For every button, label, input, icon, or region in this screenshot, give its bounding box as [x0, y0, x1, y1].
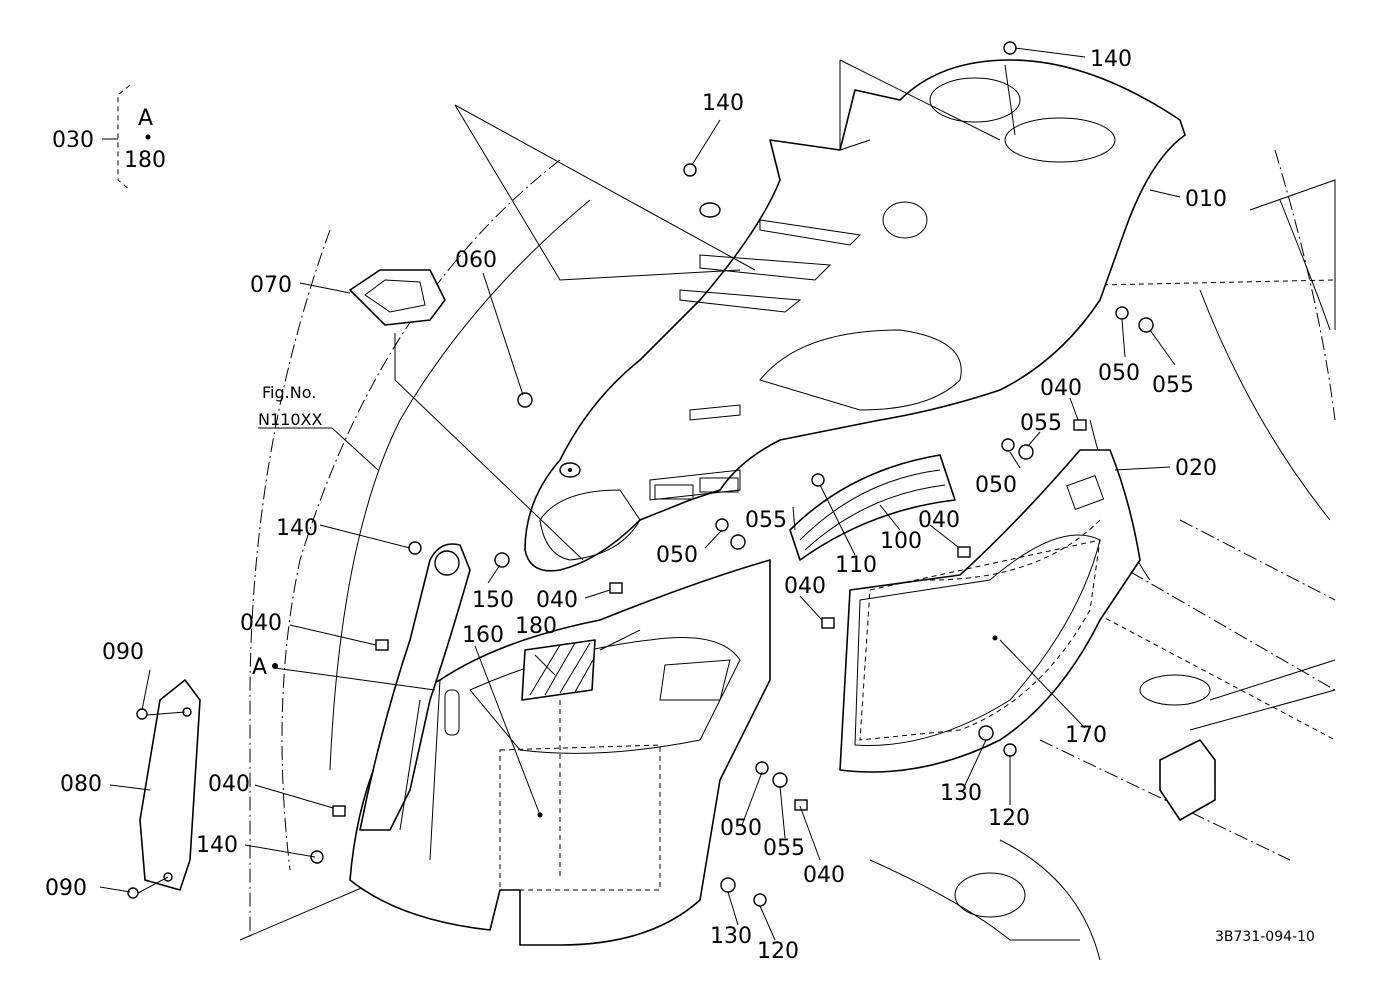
- hardware: [127, 41, 1154, 907]
- callout-130-bottom: 130: [710, 924, 752, 949]
- callout-040-right: 040: [1040, 376, 1082, 401]
- callout-040-center: 040: [784, 574, 826, 599]
- callout-055-center: 055: [745, 508, 787, 533]
- callout-130-right: 130: [940, 781, 982, 806]
- marker-a-dot: [272, 663, 278, 669]
- callout-020: 020: [1175, 456, 1217, 481]
- bracket-dot: [145, 134, 151, 140]
- part-180-decal: [521, 639, 596, 701]
- callout-040-lowright: 040: [803, 863, 845, 888]
- callout-050-right: 050: [1098, 361, 1140, 386]
- callout-055-right: 055: [1152, 373, 1194, 398]
- callout-100: 100: [880, 529, 922, 554]
- callout-080: 080: [60, 772, 102, 797]
- part-100-bracket: [789, 454, 956, 561]
- background-frame: [239, 149, 1336, 961]
- callout-050-center: 050: [656, 543, 698, 568]
- part-080-cover: [139, 679, 201, 891]
- part-020-right-panel: [839, 449, 1141, 773]
- callout-060: 060: [455, 248, 497, 273]
- label-dots: [537, 468, 998, 818]
- callout-040-left: 040: [240, 611, 282, 636]
- drawing-number: 3B731-094-10: [1215, 929, 1315, 945]
- figure-ref-line1: Fig.No.: [262, 383, 316, 402]
- callout-070: 070: [250, 273, 292, 298]
- bracket-bottom-label: 180: [124, 148, 166, 173]
- marker-a: A: [252, 655, 278, 680]
- callout-140-top: 140: [1090, 47, 1132, 72]
- figure-ref-line2: N110XX: [258, 410, 322, 429]
- callout-055-mid: 055: [1020, 411, 1062, 436]
- callout-050-low: 050: [720, 816, 762, 841]
- callout-170: 170: [1065, 723, 1107, 748]
- callout-labels: 140 140 010 020 050 055 040 055 050 060 …: [45, 47, 1227, 964]
- callout-040-mid: 040: [918, 508, 960, 533]
- bracket-top-label: A: [138, 106, 153, 131]
- callout-140-lower: 140: [196, 833, 238, 858]
- callout-010: 010: [1185, 187, 1227, 212]
- callout-180: 180: [515, 614, 557, 639]
- callout-110: 110: [835, 553, 877, 578]
- callout-090-top: 090: [102, 640, 144, 665]
- leader-lines: [99, 47, 1181, 941]
- bracket-group-030: 030 A 180: [52, 84, 166, 191]
- figure-reference: Fig.No. N110XX: [258, 383, 379, 471]
- callout-120-bottom: 120: [757, 939, 799, 964]
- callout-050-mid: 050: [975, 473, 1017, 498]
- marker-a-label: A: [252, 655, 267, 680]
- callout-090-bottom: 090: [45, 876, 87, 901]
- callout-030: 030: [52, 128, 94, 153]
- part-070-cup-holder: [349, 269, 446, 326]
- callout-150: 150: [472, 588, 514, 613]
- callout-120-right: 120: [988, 806, 1030, 831]
- callout-040-leftmid: 040: [536, 588, 578, 613]
- callout-055-low: 055: [763, 836, 805, 861]
- callout-040-low: 040: [208, 772, 250, 797]
- part-170-inner-panel: [859, 539, 1101, 741]
- callout-160: 160: [462, 623, 504, 648]
- callout-140-upper: 140: [702, 91, 744, 116]
- callout-140-left: 140: [276, 516, 318, 541]
- part-010-dash-cover: [524, 59, 1186, 572]
